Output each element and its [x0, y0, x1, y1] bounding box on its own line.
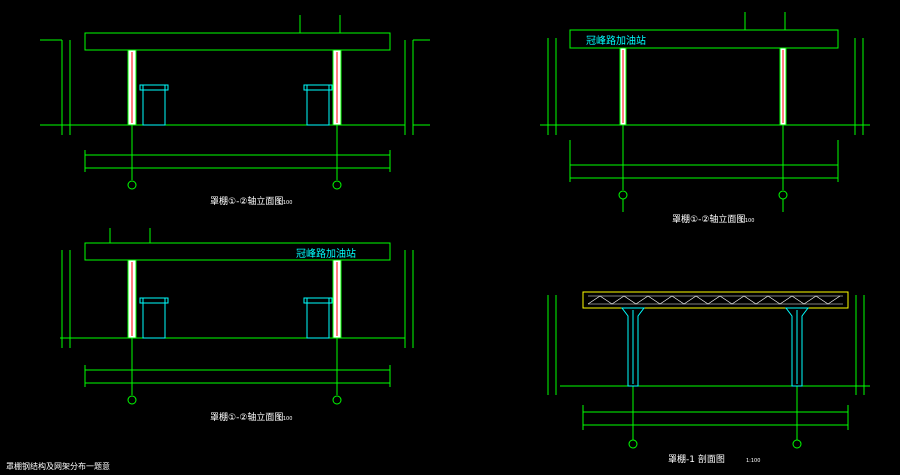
view-title-3: 罩棚①-②轴立面图: [210, 411, 283, 423]
axis-bubble-2: [792, 439, 802, 449]
canopy-fascia: [84, 32, 391, 51]
view-scale-4: 1:100: [746, 458, 760, 464]
truss-frame: [582, 291, 849, 309]
fuel-dispenser-right: [306, 297, 330, 339]
section-view-bottom-right: [547, 291, 870, 449]
axis-bubble-1: [127, 395, 137, 405]
view-title-1: 罩棚①-②轴立面图: [210, 195, 283, 207]
view-scale-3: 1:100: [278, 416, 292, 422]
elevation-view-top-right: [540, 12, 870, 212]
axis-bubble-2: [778, 190, 788, 200]
fuel-dispenser-left: [142, 84, 166, 126]
drawing-footer-note: 罩棚钢结构及网架分布一题意: [6, 461, 110, 471]
axis-bubble-2: [332, 180, 342, 190]
space-truss: [587, 295, 843, 305]
view-scale-2: 1:100: [740, 218, 754, 224]
axis-bubble-1: [628, 439, 638, 449]
axis-bubble-1: [618, 190, 628, 200]
axis-bubble-1: [127, 180, 137, 190]
axis-bubble-2: [332, 395, 342, 405]
elevation-view-top-left: [40, 15, 430, 190]
canopy-signage-2: 冠峰路加油站: [586, 34, 646, 47]
canopy-fascia: [569, 29, 839, 49]
elevation-view-bottom-left: [60, 228, 414, 405]
view-scale-1: 1:100: [278, 200, 292, 206]
canopy-signage-3: 冠峰路加油站: [296, 247, 356, 260]
fuel-dispenser-left: [142, 297, 166, 339]
view-title-2: 罩棚①-②轴立面图: [672, 213, 745, 225]
steel-columns: [621, 307, 809, 387]
canopy-fascia: [84, 242, 391, 261]
view-title-4: 罩棚-1 剖面图: [668, 453, 725, 465]
fuel-dispenser-right: [306, 84, 330, 126]
